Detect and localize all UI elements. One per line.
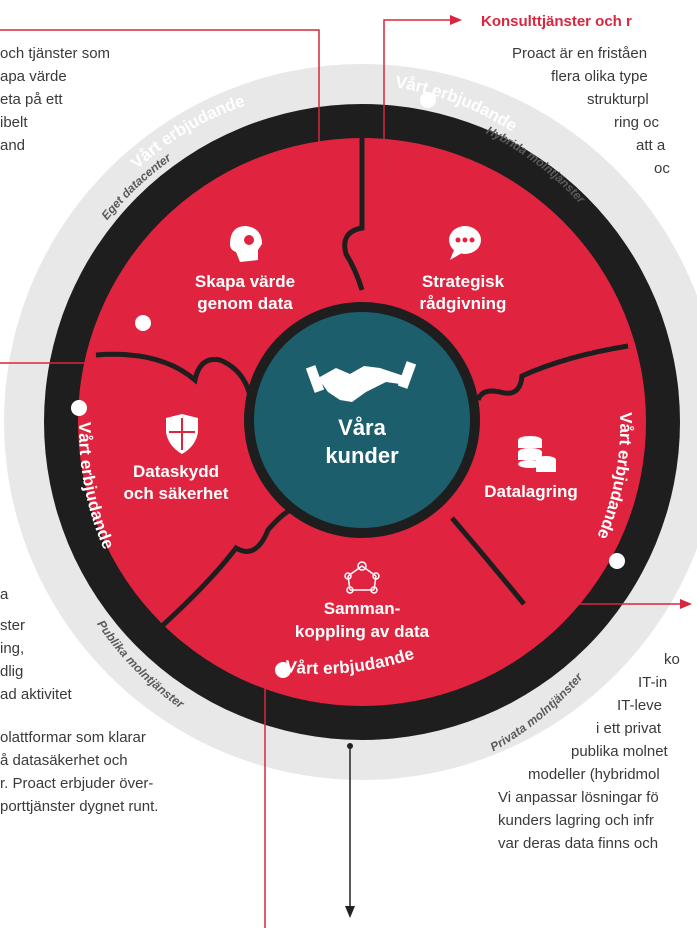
text-line: a <box>0 586 9 603</box>
text-line: ster <box>0 617 26 634</box>
segment-title: Datalagring <box>484 482 578 501</box>
text-line: ring oc <box>614 114 660 131</box>
check-icon <box>135 315 151 331</box>
arrow-down-icon <box>345 906 355 918</box>
text-line: apa värde <box>0 68 67 85</box>
text-line: att a <box>636 137 666 154</box>
segment-title: Strategisk <box>422 272 505 291</box>
shield-icon <box>166 414 198 454</box>
segment-title: Skapa värde <box>195 272 295 291</box>
segment-title: och säkerhet <box>124 484 229 503</box>
segment-title: koppling av data <box>295 622 430 641</box>
bottom-left-text: a ster ing, dlig ad aktivitet olattforma… <box>0 583 158 818</box>
text-line: ko <box>664 651 680 668</box>
text-line: var deras data finns och <box>498 835 659 852</box>
text-line: r. Proact erbjuder över- <box>0 775 154 792</box>
text-line <box>0 706 158 726</box>
connector-dot <box>347 743 353 749</box>
text-line: ad aktivitet <box>0 686 72 703</box>
network-icon <box>344 561 380 594</box>
check-icon <box>71 400 87 416</box>
text-line: oc <box>654 160 670 177</box>
text-line: strukturpl <box>587 91 649 108</box>
center-line2: kunder <box>325 443 399 468</box>
text-line: flera olika type <box>551 68 648 85</box>
check-icon <box>420 92 436 108</box>
head-gear-icon <box>230 226 262 262</box>
text-line: kunders lagring och infr <box>498 812 654 829</box>
check-icon <box>275 662 291 678</box>
check-icon <box>609 553 625 569</box>
text-line: IT-in <box>638 674 668 691</box>
text-line: ibelt <box>0 114 28 131</box>
text-line: olattformar som klarar <box>0 729 146 746</box>
text-line: porttjänster dygnet runt. <box>0 798 159 815</box>
text-line: Proact är en friståen <box>512 45 648 62</box>
segment-title: Samman- <box>324 599 401 618</box>
text-line: Vi anpassar lösningar fö <box>498 789 659 806</box>
text-line: ing, <box>0 640 25 657</box>
arrow-right-icon <box>680 599 692 609</box>
handshake-icon <box>305 361 417 402</box>
segment-title: rådgivning <box>420 294 507 313</box>
text-line: IT-leve <box>617 697 663 714</box>
text-line: and <box>0 137 26 154</box>
text-line: och tjänster som <box>0 45 111 62</box>
connector-lines <box>0 19 686 928</box>
top-left-text: och tjänster som apa värde eta på ett ib… <box>0 42 110 157</box>
center-line1: Våra <box>338 415 386 440</box>
top-right-heading: Konsulttjänster och r <box>481 13 632 30</box>
segment-title: genom data <box>197 294 293 313</box>
center-hub <box>254 312 470 528</box>
text-line: publika molnet <box>571 743 668 760</box>
text-line: eta på ett <box>0 91 63 108</box>
segment-title: Dataskydd <box>133 462 219 481</box>
check-icons <box>71 92 625 678</box>
text-line: dlig <box>0 663 24 680</box>
text-line: modeller (hybridmol <box>528 766 660 783</box>
text-line: i ett privat <box>596 720 662 737</box>
arrow-right-icon <box>450 15 462 25</box>
database-icon <box>518 436 556 472</box>
text-line: å datasäkerhet och <box>0 752 128 769</box>
segment-dividers <box>95 138 629 628</box>
chat-bubble-icon <box>449 226 481 260</box>
